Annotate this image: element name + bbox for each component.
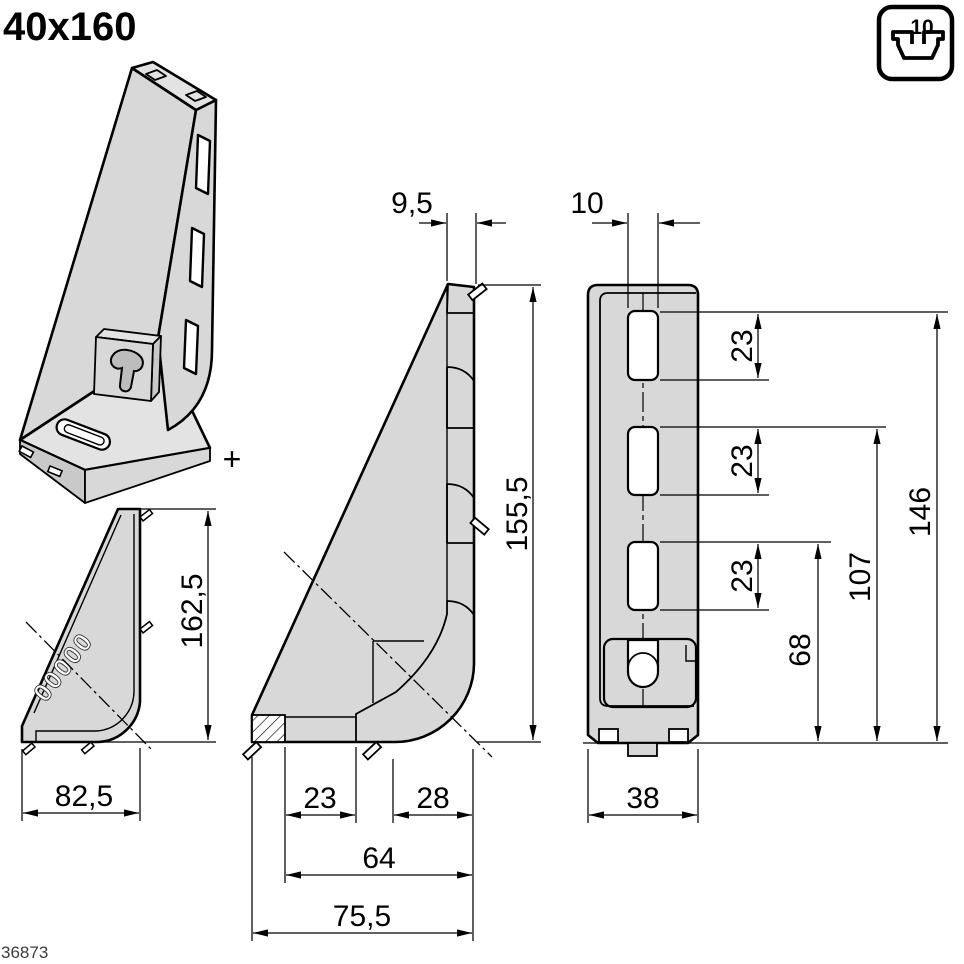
dim-107: 107 xyxy=(844,429,881,741)
dim-68: 68 xyxy=(784,544,822,741)
side-tab xyxy=(80,741,96,755)
dim-wall-thickness: 9,5 xyxy=(391,187,506,284)
section-tab xyxy=(466,282,488,302)
front-slot-3 xyxy=(626,540,660,612)
iso-keyhole-cutout xyxy=(109,348,144,393)
side-outline xyxy=(20,507,142,744)
iso-base-slot xyxy=(55,418,112,451)
side-tab xyxy=(21,742,37,756)
svg-text:82,5: 82,5 xyxy=(55,780,113,813)
svg-text:38: 38 xyxy=(626,782,659,815)
section-outline xyxy=(250,282,476,744)
side-inner-foot xyxy=(35,514,135,742)
svg-text:23: 23 xyxy=(726,444,759,477)
t-slot-glyph xyxy=(891,30,945,60)
isometric-view xyxy=(18,60,218,504)
iso-slot-1 xyxy=(194,133,212,196)
front-view: 10 23 23 23 68 107 146 xyxy=(570,187,948,823)
page-title: 40x160 xyxy=(3,5,136,49)
front-keyhole-slot xyxy=(626,638,660,689)
side-tab xyxy=(138,620,154,634)
section-hatch-left-foot xyxy=(251,714,286,743)
dim-slot-pitch-3: 23 xyxy=(726,544,762,608)
front-keyhole-step xyxy=(685,645,696,662)
front-center-tab xyxy=(627,742,658,757)
dim-slot-pitch-2: 23 xyxy=(726,429,762,493)
section-web-step xyxy=(372,640,424,703)
svg-text:68: 68 xyxy=(784,633,817,666)
iso-slot-2 xyxy=(188,226,206,289)
iso-tab xyxy=(18,444,35,459)
svg-text:107: 107 xyxy=(844,552,877,602)
svg-text:10: 10 xyxy=(570,187,603,220)
front-slot-1 xyxy=(626,309,660,382)
iso-top-hole xyxy=(145,69,167,81)
front-slot-2 xyxy=(626,425,660,497)
front-keyhole-dome xyxy=(627,652,659,669)
side-tab xyxy=(138,508,154,522)
iso-slot-3 xyxy=(182,318,200,376)
slot-size-label: 10 xyxy=(910,16,933,39)
side-centerline xyxy=(25,621,153,751)
section-hatch-foot xyxy=(355,600,475,743)
iso-top-hole xyxy=(185,90,207,102)
dim-146: 146 xyxy=(904,314,941,741)
dim-side-width: 82,5 xyxy=(21,748,141,821)
figure-number: 36873 xyxy=(1,943,48,962)
front-bottom-tab xyxy=(668,728,689,743)
front-bottom-tab xyxy=(598,728,619,743)
dim-side-height: 162,5 xyxy=(98,508,216,743)
svg-text:162,5: 162,5 xyxy=(176,573,209,648)
dim-fillet: 28 xyxy=(416,782,449,815)
dim-recess: 23 xyxy=(303,782,336,815)
svg-text:23: 23 xyxy=(726,559,759,592)
svg-text:9,5: 9,5 xyxy=(391,187,433,220)
svg-text:155,5: 155,5 xyxy=(501,476,534,551)
dim-base-group: 23 28 64 75,5 xyxy=(251,747,474,941)
front-inner-outline xyxy=(599,292,696,707)
side-inner-edge xyxy=(33,514,122,714)
dim-section-height: 155,5 xyxy=(477,284,541,743)
dim-base-inner: 64 xyxy=(362,842,395,875)
section-tab xyxy=(241,740,263,761)
section-centerline xyxy=(283,551,493,758)
dim-slot-width: 10 xyxy=(570,187,700,308)
dim-front-width: 38 xyxy=(587,749,699,823)
side-view: 00000 162,5 82,5 xyxy=(20,507,216,821)
section-hatch-2 xyxy=(446,483,475,544)
svg-text:23: 23 xyxy=(726,329,759,362)
section-tab xyxy=(361,740,383,761)
section-tab xyxy=(469,516,490,536)
dim-base-width: 75,5 xyxy=(333,900,391,933)
slot-profile-icon: 10 xyxy=(876,4,955,82)
front-reference-lines xyxy=(583,311,948,744)
iso-tab xyxy=(46,464,64,478)
section-hatch-1 xyxy=(446,366,475,429)
iso-base-side-front xyxy=(84,447,211,504)
dim-slot-pitch-1: 23 xyxy=(726,314,762,378)
section-view: 9,5 155,5 23 28 64 75,5 xyxy=(241,187,541,941)
plus-symbol: + xyxy=(223,441,242,477)
svg-text:146: 146 xyxy=(904,487,937,537)
iso-top-face xyxy=(130,60,218,112)
